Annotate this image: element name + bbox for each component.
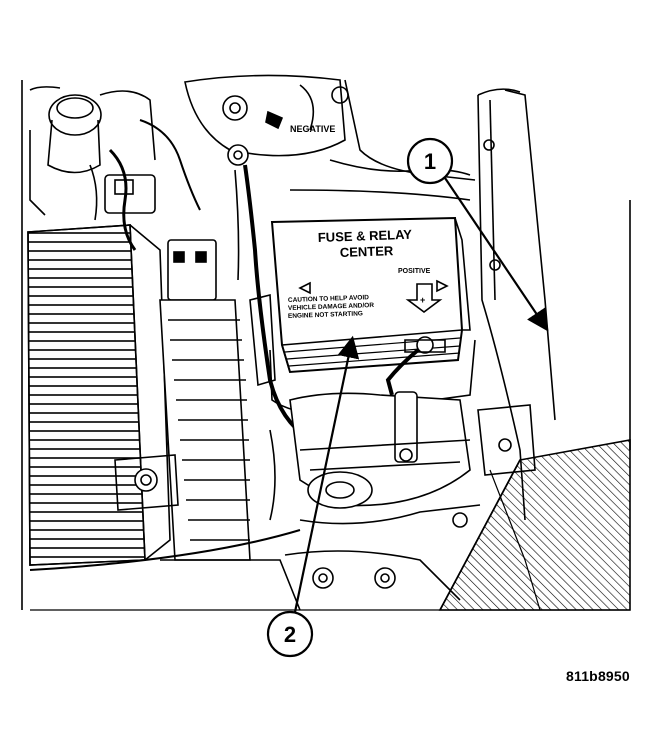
negative-label: NEGATIVE — [290, 124, 335, 134]
fuse-relay-title-line2: CENTER — [340, 243, 395, 260]
caution-text-line3: ENGINE NOT STARTING — [288, 310, 363, 320]
callout-2-leader — [293, 335, 360, 613]
engine-bay-linework — [21, 74, 631, 611]
positive-plus-sign: + — [420, 295, 425, 305]
callout-1-leader — [444, 177, 549, 332]
caution-text-line2: VEHICLE DAMAGE AND/OR — [288, 302, 375, 312]
callout-2-circle — [266, 610, 314, 658]
callout-2: 2 — [266, 335, 360, 658]
figure-id: 811b8950 — [566, 668, 630, 684]
caution-text-line1: CAUTION TO HELP AVOID — [288, 294, 370, 304]
callout-1-number: 1 — [424, 149, 436, 174]
callout-2-number: 2 — [284, 622, 296, 647]
fuse-relay-title-line1: FUSE & RELAY — [318, 227, 413, 245]
positive-label: POSITIVE — [398, 268, 431, 275]
callout-1: 1 — [406, 137, 549, 332]
callout-1-circle — [406, 137, 454, 185]
